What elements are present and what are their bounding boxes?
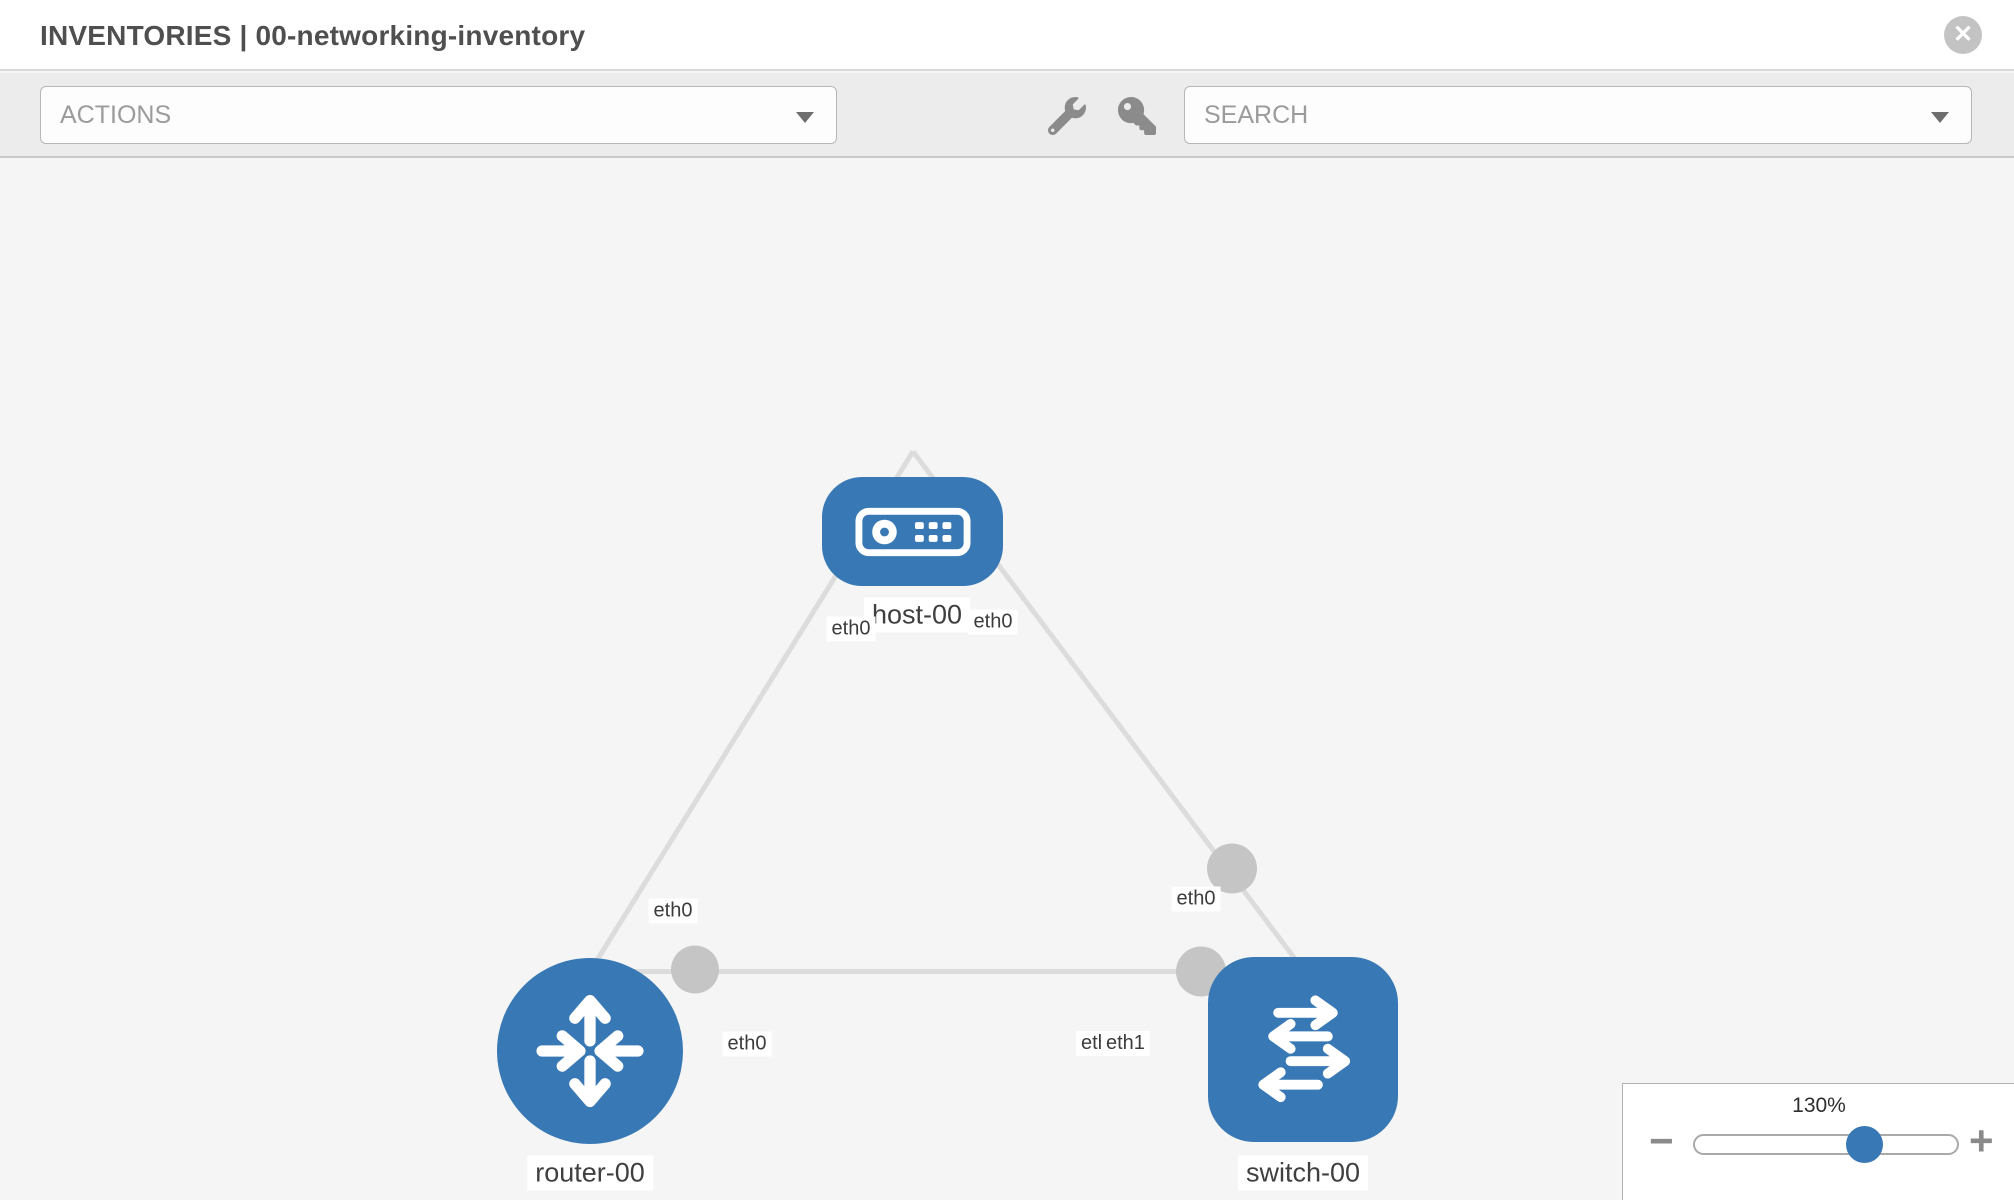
search-dropdown-label: SEARCH xyxy=(1204,101,1309,129)
zoom-in-button[interactable]: + xyxy=(1969,1117,1994,1164)
chevron-down-icon xyxy=(796,112,814,123)
iface-label-switch-eth0-top: eth0 xyxy=(1171,886,1221,912)
node-label-switch: switch-00 xyxy=(1237,1155,1369,1191)
zoom-level-value: 130% xyxy=(1792,1094,1846,1117)
iface-label-router-eth0-top: eth0 xyxy=(648,898,698,924)
wrench-icon[interactable] xyxy=(1047,97,1086,136)
iface-label-host-eth0-right: eth0 xyxy=(968,609,1018,635)
iface-label-router-eth0-right: eth0 xyxy=(722,1031,772,1057)
zoom-out-button[interactable]: − xyxy=(1649,1117,1674,1164)
links-layer xyxy=(587,449,1305,997)
zoom-slider-thumb[interactable] xyxy=(1846,1126,1883,1163)
iface-label-switch-eth1: eth1 xyxy=(1101,1031,1150,1056)
node-host-00[interactable] xyxy=(822,477,1003,586)
topology-canvas[interactable]: host-00 router-00 switch-00 eth0 eth0 et… xyxy=(0,159,2014,1200)
node-label-host: host-00 xyxy=(863,597,971,633)
zoom-control-panel: 130% − + xyxy=(1622,1083,2014,1200)
zoom-slider-track[interactable] xyxy=(1693,1134,1959,1155)
toolbar: ACTIONS SEARCH xyxy=(0,73,2014,158)
search-dropdown[interactable]: SEARCH xyxy=(1184,86,1972,144)
actions-dropdown-label: ACTIONS xyxy=(60,101,172,129)
key-icon[interactable] xyxy=(1118,97,1156,135)
chevron-down-icon xyxy=(1931,112,1949,123)
node-label-router: router-00 xyxy=(527,1155,653,1191)
close-icon[interactable]: ✕ xyxy=(1944,16,1982,54)
host-icon xyxy=(854,507,971,556)
page-header: INVENTORIES | 00-networking-inventory ✕ xyxy=(0,0,2014,71)
iface-label-host-eth0-left: eth0 xyxy=(826,616,876,642)
node-router-00[interactable] xyxy=(497,958,683,1144)
switch-icon xyxy=(1258,994,1351,1102)
page-title: INVENTORIES | 00-networking-inventory xyxy=(40,20,586,51)
actions-dropdown[interactable]: ACTIONS xyxy=(40,86,837,144)
router-icon xyxy=(536,994,644,1108)
node-switch-00[interactable] xyxy=(1208,957,1398,1142)
